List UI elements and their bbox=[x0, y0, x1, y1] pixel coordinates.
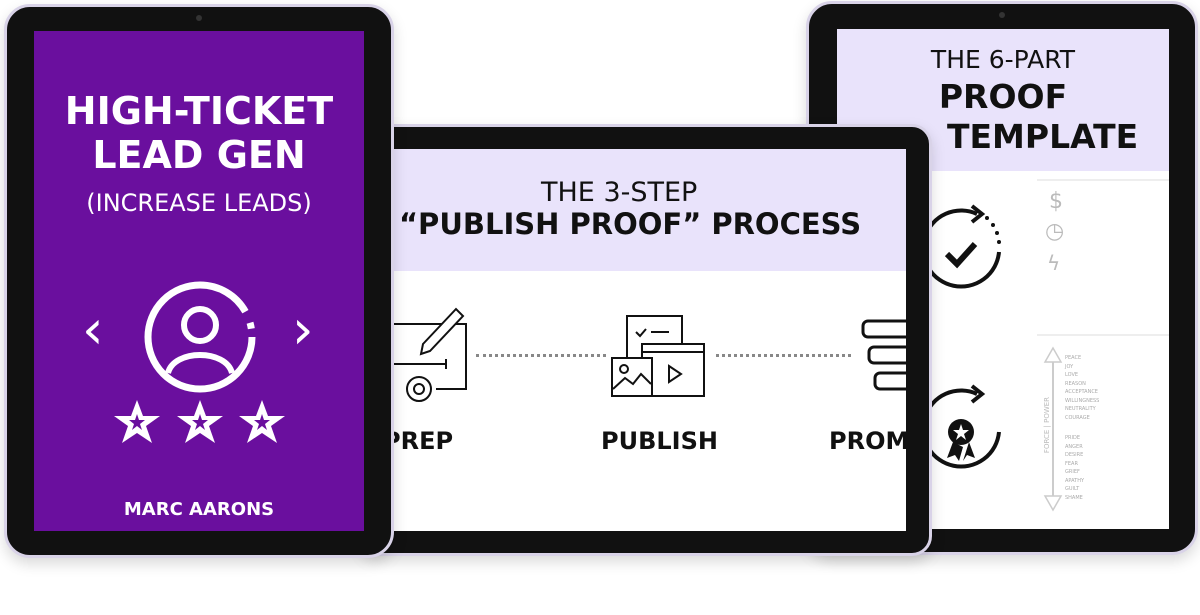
step-prep: PREP bbox=[391, 427, 454, 455]
level: PEACE bbox=[1065, 355, 1082, 361]
camera bbox=[999, 12, 1005, 18]
level: GRIEF bbox=[1065, 469, 1080, 475]
left-tablet: HIGH-TICKET LEAD GEN (INCREASE LEADS) ‹ … bbox=[4, 4, 394, 558]
force-power-arrow bbox=[1043, 346, 1063, 512]
middle-header: THE 3-STEP “PUBLISH PROOF” PROCESS bbox=[391, 149, 906, 271]
level: PRIDE bbox=[1065, 435, 1080, 441]
star-rating bbox=[112, 397, 287, 447]
level: JOY bbox=[1065, 363, 1074, 370]
divider bbox=[1037, 334, 1169, 336]
dotted-connector bbox=[716, 354, 851, 357]
clock-icon: ◷ bbox=[1045, 219, 1065, 244]
force-levels: PRIDE ANGER DESIRE FEAR GRIEF APATHY GUILT SHAM… bbox=[1065, 434, 1084, 502]
power-levels: PEACE JOY LOVE REASON ACCEPTANCE WILLINGNESS N… bbox=[1065, 354, 1099, 422]
level: GUILT bbox=[1065, 486, 1080, 492]
middle-title-1: THE 3-STEP bbox=[541, 177, 698, 208]
star-icon bbox=[239, 400, 285, 443]
left-title-2: LEAD GEN bbox=[92, 133, 306, 177]
right-title-1: THE 6-PART bbox=[930, 45, 1076, 74]
left-subtitle: (INCREASE LEADS) bbox=[86, 189, 312, 217]
level: LOVE bbox=[1065, 372, 1079, 378]
axis-label: FORCE | POWER bbox=[1043, 396, 1051, 454]
prep-icon bbox=[391, 307, 467, 402]
level: REASON bbox=[1065, 380, 1086, 387]
middle-screen: THE 3-STEP “PUBLISH PROOF” PROCESS PREP … bbox=[391, 149, 906, 531]
level: COURAGE bbox=[1065, 414, 1090, 421]
level: WILLINGNESS bbox=[1065, 397, 1100, 404]
middle-title-2: “PUBLISH PROOF” PROCESS bbox=[399, 207, 862, 241]
right-title-2: PROOF bbox=[938, 77, 1068, 116]
step-promote: PROM bbox=[829, 427, 906, 455]
level: DESIRE bbox=[1065, 452, 1084, 458]
star-icon bbox=[114, 400, 160, 443]
level: NEUTRALITY bbox=[1065, 406, 1096, 412]
lightning-icon: ϟ bbox=[1047, 251, 1061, 275]
dollar-icon: $ bbox=[1049, 189, 1063, 214]
chevron-left-icon: ‹ bbox=[82, 298, 104, 361]
chevron-right-icon: › bbox=[292, 298, 314, 361]
star-icon bbox=[176, 400, 223, 443]
level: ACCEPTANCE bbox=[1065, 389, 1098, 395]
funnel-icon bbox=[861, 319, 906, 391]
divider bbox=[1037, 179, 1169, 181]
user-circle-icon bbox=[144, 281, 256, 393]
dotted-connector bbox=[476, 354, 606, 357]
author-name: MARC AARONS bbox=[123, 499, 275, 520]
right-title-3: TEMPLATE bbox=[947, 117, 1139, 156]
left-screen: HIGH-TICKET LEAD GEN (INCREASE LEADS) ‹ … bbox=[34, 31, 364, 531]
level: APATHY bbox=[1065, 477, 1085, 484]
step-publish: PUBLISH bbox=[601, 427, 718, 455]
level: ANGER bbox=[1065, 443, 1083, 450]
publish-icon bbox=[611, 315, 705, 397]
left-title-1: HIGH-TICKET bbox=[64, 89, 334, 133]
level: FEAR bbox=[1065, 460, 1078, 467]
middle-tablet: THE 3-STEP “PUBLISH PROOF” PROCESS PREP … bbox=[360, 124, 932, 556]
level: SHAME bbox=[1065, 494, 1083, 501]
camera bbox=[196, 15, 202, 21]
